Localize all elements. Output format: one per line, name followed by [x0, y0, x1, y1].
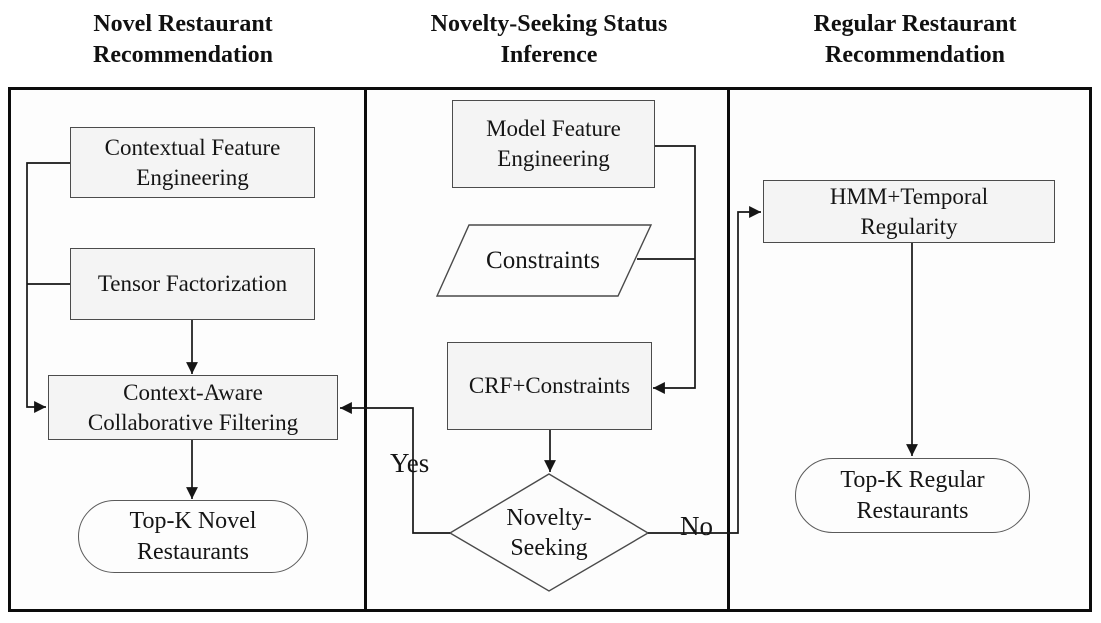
header-line: Novelty-Seeking Status [430, 11, 668, 37]
node-tensor-factorization: Tensor Factorization [70, 248, 315, 320]
node-label: Top-K Regular Restaurants [840, 466, 985, 524]
header-line: Novel Restaurant [93, 11, 273, 37]
column-header-inference: Novelty-Seeking Status Inference [394, 9, 704, 71]
diamond-label-line: Seeking [510, 535, 588, 561]
node-label: HMM+Temporal Regularity [829, 183, 989, 239]
node-contextual-feature-engineering: Contextual Feature Engineering [70, 127, 315, 198]
column-divider-left [364, 90, 367, 609]
diamond-label-line: Novelty- [506, 505, 592, 531]
node-label: Model Feature Engineering [486, 116, 621, 171]
column-header-novel: Novel Restaurant Recommendation [28, 9, 338, 71]
node-crf-constraints: CRF+Constraints [447, 342, 652, 430]
header-line: Regular Restaurant [813, 11, 1017, 37]
header-line: Recommendation [93, 42, 273, 68]
node-hmm-temporal-regularity: HMM+Temporal Regularity [763, 180, 1055, 243]
node-label: Top-K Novel Restaurants [129, 507, 257, 565]
no-branch-label: No [680, 511, 713, 541]
node-context-aware-collaborative-filtering: Context-Aware Collaborative Filtering [48, 375, 338, 440]
node-label: Context-Aware Collaborative Filtering [87, 379, 299, 435]
constraints-label: Constraints [486, 247, 600, 274]
node-model-feature-engineering: Model Feature Engineering [452, 100, 655, 188]
node-label: Tensor Factorization [97, 271, 288, 296]
header-line: Inference [500, 42, 598, 68]
header-line: Recommendation [825, 42, 1005, 68]
node-top-k-novel-restaurants: Top-K Novel Restaurants [78, 500, 308, 573]
node-label: Contextual Feature Engineering [104, 134, 281, 190]
column-divider-right [727, 90, 730, 609]
novelty-seeking-label: Novelty- Seeking [469, 503, 629, 563]
node-top-k-regular-restaurants: Top-K Regular Restaurants [795, 458, 1030, 533]
column-header-regular: Regular Restaurant Recommendation [760, 9, 1070, 71]
node-label: CRF+Constraints [468, 373, 631, 398]
yes-branch-label: Yes [390, 448, 430, 478]
